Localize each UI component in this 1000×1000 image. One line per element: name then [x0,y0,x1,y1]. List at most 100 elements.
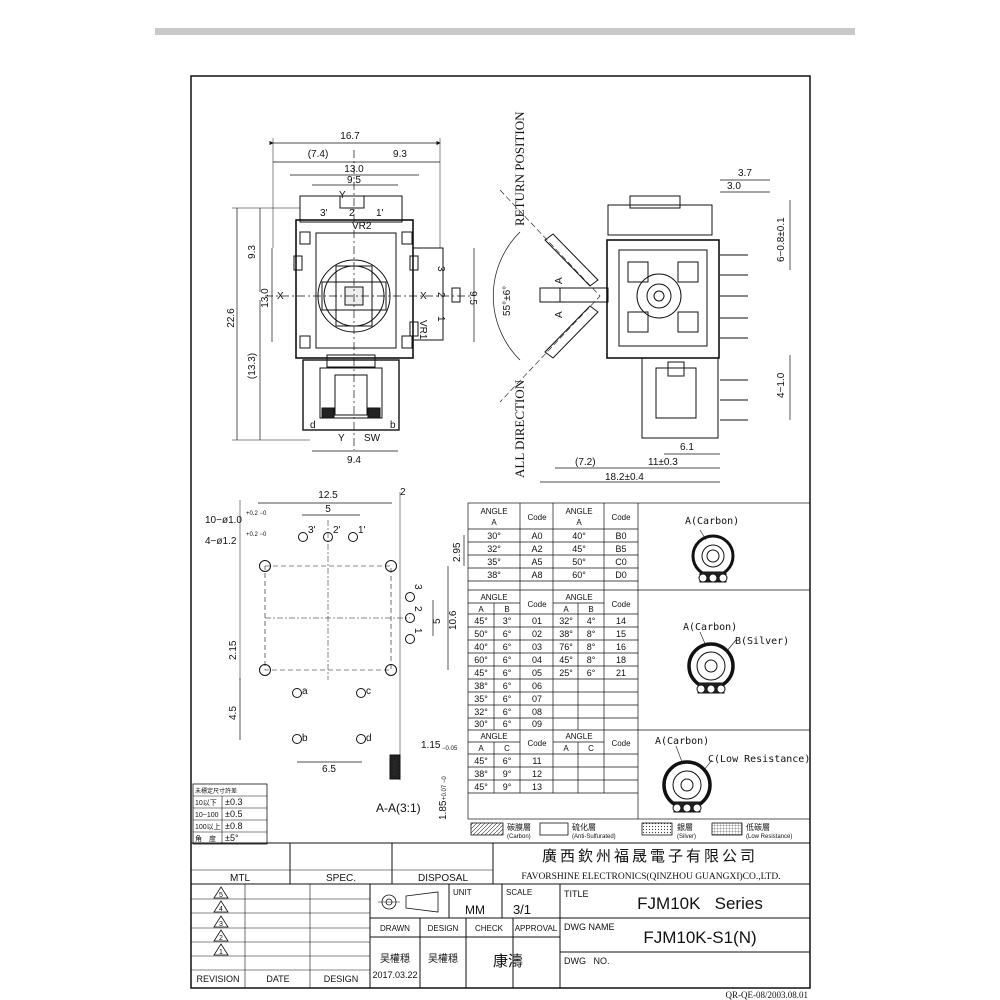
dim-18-2: 18.2±0.4 [605,472,644,483]
dim-22-6: 22.6 [226,308,237,328]
legend-silver-en: (Silver) [677,834,696,840]
t1-r1-c3: 40° [572,531,586,541]
label-disposal: DISPOSAL [418,873,468,884]
label-2: 2 [349,208,355,219]
dim-2: 2 [400,487,406,498]
t1-r3-c1: 35° [487,557,501,567]
tol-value-4: ±5° [225,833,239,843]
t3-h-a: A [478,744,484,753]
label-vr1: VR1 [417,320,428,340]
tol-value-1: ±0.3 [225,797,242,807]
t3-r3-2: 9° [503,782,512,792]
t1-r1-c2: A0 [531,531,542,541]
title-block-grid [191,842,810,988]
projection-symbol [378,891,439,913]
dim-9-3-v: 9.3 [247,245,258,259]
t3-h-code2: Code [611,739,631,748]
pcb-labels: 12.5 2 5 10−ø1.0 +0.2 −0 4−ø1.2 +0.2 −0 … [205,487,463,820]
value-unit: MM [465,903,485,917]
t2-r7-1: 35° [474,694,488,704]
t2-r5-2: 6° [503,668,512,678]
label-x-left: X [277,291,284,302]
t2-r9-3: 09 [532,719,542,729]
pin-2p: 2' [333,525,341,536]
dim-1-85-tol: +0.07 −0 [442,776,448,800]
resistor-diagram-2 [687,631,737,694]
rev-5: 5 [219,892,223,899]
t1-r2-c4: B5 [615,544,626,554]
dim-4-5: 4.5 [228,706,239,720]
label-angle: 55°±6° [502,286,513,316]
t3-r3-3: 13 [532,782,542,792]
t2-r4-5: 8° [587,655,596,665]
t2-r5-4: 25° [559,668,573,678]
label-drawn: DRAWN [380,924,410,933]
tol-range-4: 角 度 [195,834,216,843]
dim-13-0: 13.0 [344,164,364,175]
dim-2-15: 2.15 [228,640,239,660]
revision-triangles [213,886,229,956]
t2-r7-3: 07 [532,694,542,704]
label-revision: REVISION [196,974,239,984]
tolerance-table: 未標定尺寸許差 10以下 ±0.3 10~100 ±0.5 100以上 ±0.8… [192,783,268,845]
pin-2: 2 [412,606,423,612]
value-scale: 3/1 [513,902,531,917]
label-design: DESIGN [324,974,359,984]
silver-label-2: B(Silver) [735,636,789,647]
dim-10-6: 10.6 [448,610,459,630]
t1-r4-c2: A8 [531,570,542,580]
t1-r2-c3: 45° [572,544,586,554]
t2-r5-1: 45° [474,668,488,678]
dim-6-1: 6.1 [680,442,694,453]
angle-table-2: ANGLE A B Code ANGLE A B Code 45° 3° 01 … [474,593,631,729]
dim-5-v: 5 [432,618,443,624]
label-return-position: RETURN POSITION [512,111,527,226]
legend-silver-cn: 銀層 [677,822,693,832]
t1-r3-c3: 50° [572,557,586,567]
t2-r2-1: 50° [474,629,488,639]
t2-r6-2: 6° [503,681,512,691]
tol-range-2: 10~100 [195,812,219,819]
label-date: DATE [266,974,289,984]
t2-r7-2: 6° [503,694,512,704]
label-y-bot: Y [338,433,345,444]
t2-h-code: Code [527,600,547,609]
label-a1: A [554,277,565,284]
t2-h-a2: A [563,605,569,614]
t2-r4-6: 18 [616,655,626,665]
t2-r1-3: 01 [532,616,542,626]
t2-r1-5: 4° [587,616,596,626]
t2-r6-1: 38° [474,681,488,691]
pin-3: 3 [412,584,423,590]
dim-7-4: (7.4) [308,149,329,160]
section-a-a: A-A(3:1) [376,801,421,815]
t3-h-angle2: ANGLE [565,732,592,741]
t1-r2-c2: A2 [531,544,542,554]
t2-r4-3: 04 [532,655,542,665]
t1-r1-c4: B0 [615,531,626,541]
t3-h-c: C [504,744,510,753]
top-gray-bar [155,28,855,35]
legend-lowres-swatch [711,822,743,836]
t1-h-code: Code [527,513,547,522]
label-2r: 2 [435,292,446,298]
side-view [493,179,791,483]
angle-table-1: ANGLE A Code ANGLE A Code 30° A0 40° B0 … [480,507,631,580]
t2-h-angle2: ANGLE [565,593,592,602]
t3-h-code: Code [527,739,547,748]
top-view [232,138,475,452]
dim-9-4: 9.4 [347,455,361,466]
legend-silver-swatch [641,822,673,836]
tolerance-header: 未標定尺寸許差 [195,787,237,795]
t3-r2-2: 9° [503,769,512,779]
legend-lowres-cn: 低碳層 [746,822,770,832]
t3-r1-3: 11 [532,756,541,766]
dim-16-7: 16.7 [340,131,360,142]
rev-3: 3 [219,921,223,928]
t3-h-angle: ANGLE [480,732,507,741]
low-res-label-3: C(Low Resistance) [708,754,810,765]
t3-r1-1: 45° [474,756,488,766]
t2-r4-2: 6° [503,655,512,665]
t2-r1-4: 32° [559,616,573,626]
